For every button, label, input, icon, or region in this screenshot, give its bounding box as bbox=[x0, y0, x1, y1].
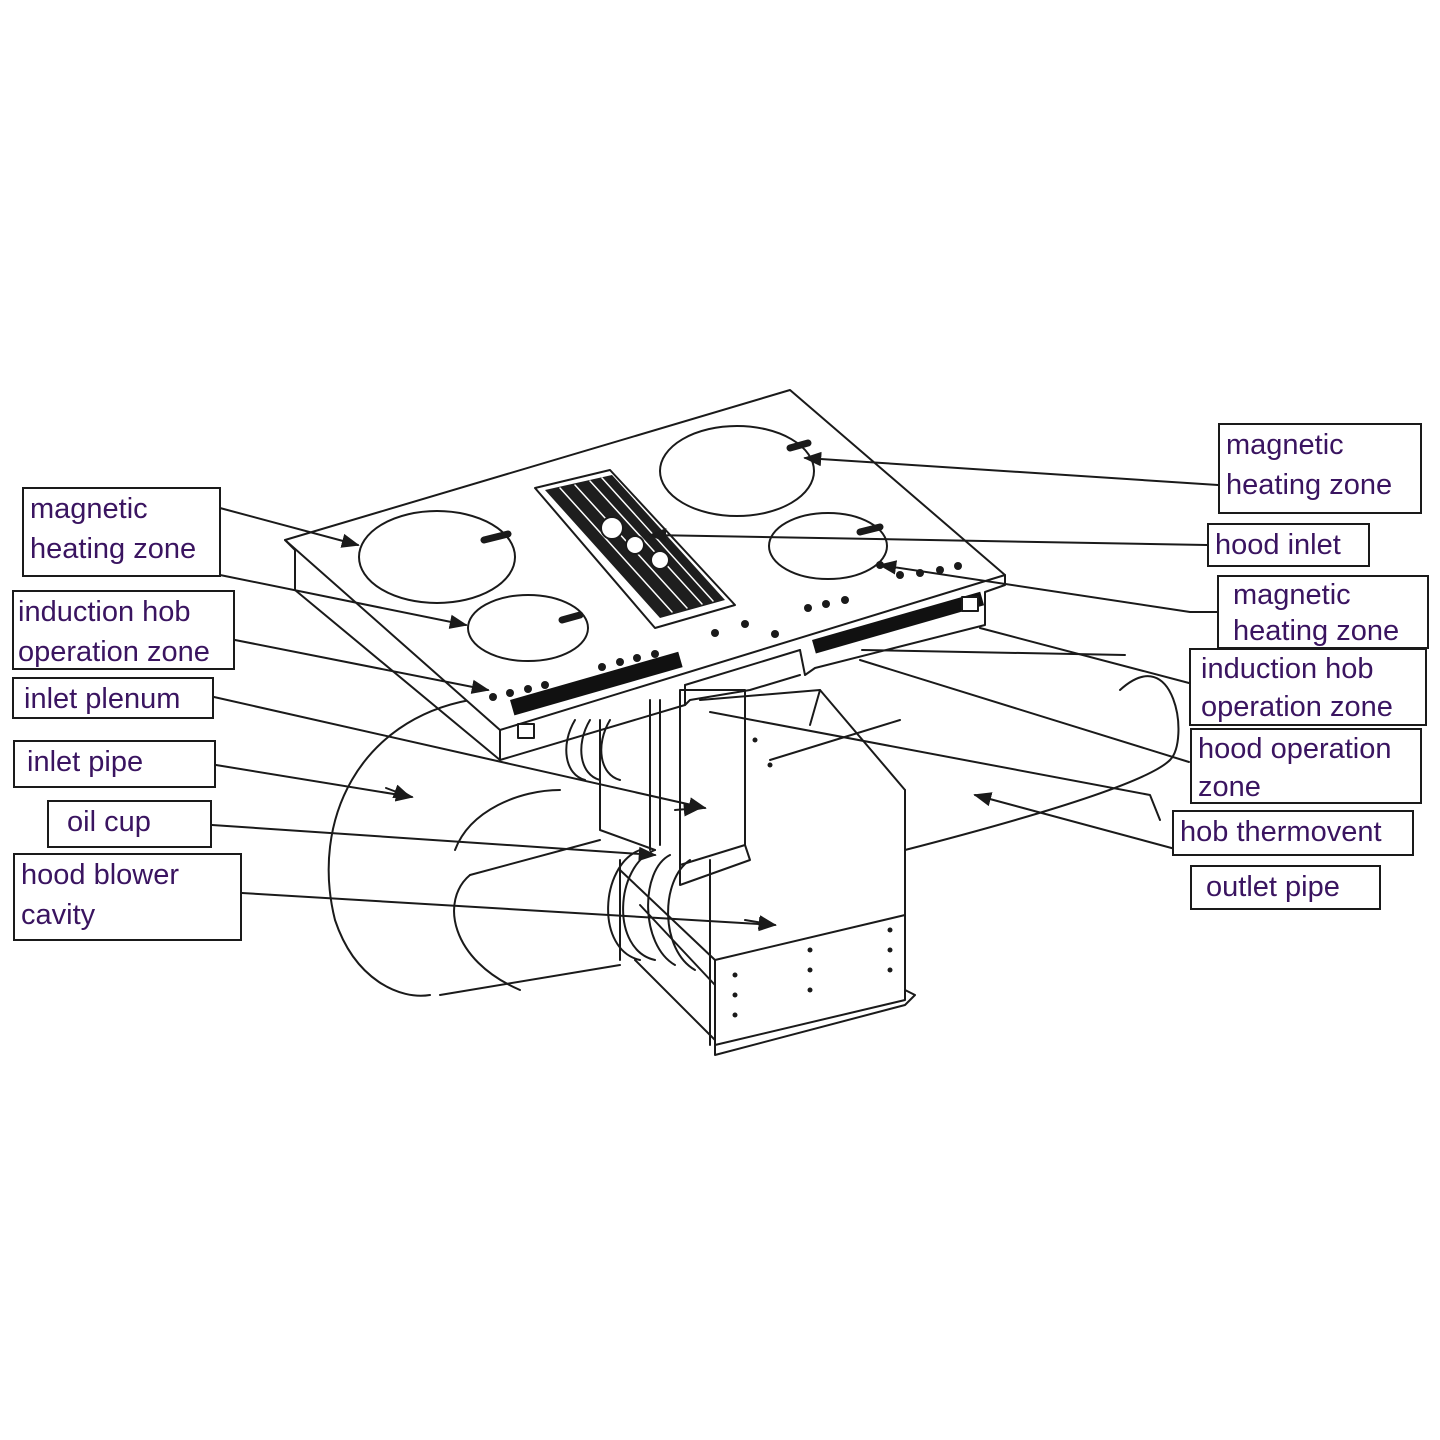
leader-lines bbox=[211, 451, 1219, 932]
label-oil-cup: oil cup bbox=[47, 800, 212, 848]
label-inlet-pipe: inlet pipe bbox=[13, 740, 216, 788]
label-inlet-plenum: inlet plenum bbox=[12, 677, 214, 719]
label-outlet-pipe: outlet pipe bbox=[1190, 865, 1381, 910]
label-hob-thermovent: hob thermovent bbox=[1172, 810, 1414, 856]
hood-blower-cavity-box bbox=[619, 689, 916, 1056]
duct-pipe bbox=[327, 649, 1180, 997]
control-buttons bbox=[489, 561, 962, 701]
heating-zones bbox=[358, 425, 888, 662]
blower-fan bbox=[607, 849, 696, 971]
inlet-plenum-column bbox=[565, 689, 751, 886]
label-hood-inlet: hood inlet bbox=[1207, 523, 1370, 567]
